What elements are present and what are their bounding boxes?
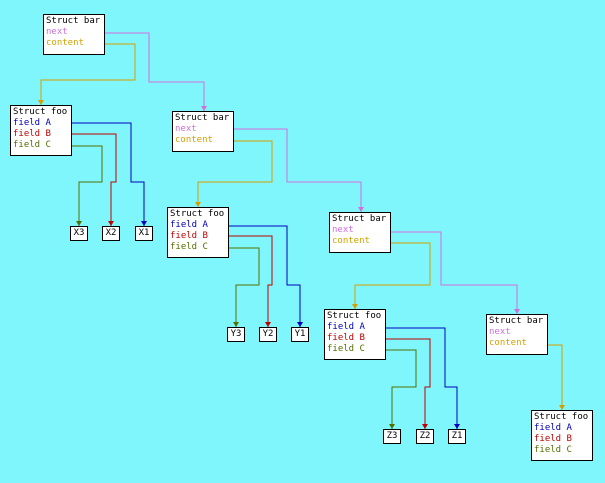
field-a-wire-arrowhead bbox=[141, 221, 147, 226]
content-wire bbox=[548, 344, 563, 410]
struct-foo-title: Struct foo bbox=[170, 209, 225, 219]
content-wire bbox=[197, 140, 273, 207]
next-wire-arrowhead bbox=[201, 106, 207, 111]
field-a: field A bbox=[170, 220, 208, 230]
content-wire-arrowhead bbox=[352, 304, 358, 309]
struct-bar-title: Struct bar bbox=[489, 316, 544, 326]
content-wire-arrowhead bbox=[195, 202, 201, 207]
next-field: next bbox=[332, 225, 354, 235]
field-c-wire-arrowhead bbox=[233, 322, 239, 327]
leaf-y3: Y3 bbox=[227, 327, 245, 342]
field-b-wire bbox=[229, 235, 273, 327]
field-b-wire-arrowhead bbox=[422, 424, 428, 429]
field-a: field A bbox=[13, 118, 51, 128]
leaf-x3: X3 bbox=[70, 226, 88, 241]
struct-bar-title: Struct bar bbox=[332, 214, 387, 224]
struct-bar-4: Struct bar next content bbox=[486, 314, 548, 355]
next-wire-arrowhead bbox=[358, 207, 364, 212]
struct-foo-1: Struct foo field A field B field C bbox=[10, 105, 72, 156]
field-c-wire bbox=[386, 349, 417, 429]
field-a: field A bbox=[327, 322, 365, 332]
struct-foo-title: Struct foo bbox=[327, 311, 382, 321]
field-b: field B bbox=[534, 434, 572, 444]
struct-bar-3: Struct bar next content bbox=[329, 212, 391, 253]
leaf-y1: Y1 bbox=[291, 327, 309, 342]
field-b-wire-arrowhead bbox=[265, 322, 271, 327]
field-c: field C bbox=[13, 140, 51, 150]
field-b-wire-arrowhead bbox=[108, 221, 114, 226]
content-field: content bbox=[332, 236, 370, 246]
leaf-z2: Z2 bbox=[416, 429, 434, 444]
content-field: content bbox=[489, 338, 527, 348]
field-a: field A bbox=[534, 423, 572, 433]
field-b: field B bbox=[327, 333, 365, 343]
field-c: field C bbox=[534, 445, 572, 455]
struct-foo-4: Struct foo field A field B field C bbox=[531, 410, 593, 461]
content-field: content bbox=[46, 38, 84, 48]
leaf-x2: X2 bbox=[102, 226, 120, 241]
next-wire bbox=[234, 128, 362, 212]
content-wire bbox=[40, 43, 136, 105]
struct-foo-title: Struct foo bbox=[534, 412, 589, 422]
leaf-z3: Z3 bbox=[383, 429, 401, 444]
field-b-wire bbox=[386, 338, 431, 429]
struct-bar-title: Struct bar bbox=[175, 113, 230, 123]
content-wire bbox=[354, 242, 431, 309]
next-field: next bbox=[175, 124, 197, 134]
leaf-x1: X1 bbox=[135, 226, 153, 241]
field-c-wire-arrowhead bbox=[76, 221, 82, 226]
content-wire-arrowhead bbox=[38, 100, 44, 105]
field-b: field B bbox=[13, 129, 51, 139]
field-a-wire-arrowhead bbox=[297, 322, 303, 327]
struct-foo-3: Struct foo field A field B field C bbox=[324, 309, 386, 360]
leaf-z1: Z1 bbox=[448, 429, 466, 444]
content-field: content bbox=[175, 135, 213, 145]
struct-bar-2: Struct bar next content bbox=[172, 111, 234, 152]
field-a-wire bbox=[386, 327, 458, 429]
field-c-wire bbox=[72, 145, 103, 226]
field-b-wire bbox=[72, 133, 117, 226]
leaf-y2: Y2 bbox=[259, 327, 277, 342]
struct-bar-1: Struct bar next content bbox=[43, 14, 105, 55]
field-c-wire-arrowhead bbox=[389, 424, 395, 429]
field-c-wire bbox=[229, 247, 260, 327]
struct-bar-title: Struct bar bbox=[46, 16, 101, 26]
next-wire bbox=[105, 32, 205, 111]
field-c: field C bbox=[170, 242, 208, 252]
struct-foo-2: Struct foo field A field B field C bbox=[167, 207, 229, 258]
field-b: field B bbox=[170, 231, 208, 241]
field-a-wire-arrowhead bbox=[454, 424, 460, 429]
content-wire-arrowhead bbox=[559, 405, 565, 410]
field-a-wire bbox=[229, 225, 301, 327]
struct-foo-title: Struct foo bbox=[13, 107, 68, 117]
next-wire-arrowhead bbox=[514, 309, 520, 314]
next-field: next bbox=[489, 327, 511, 337]
field-a-wire bbox=[72, 122, 145, 226]
field-c: field C bbox=[327, 344, 365, 354]
next-wire bbox=[391, 231, 518, 314]
next-field: next bbox=[46, 27, 68, 37]
